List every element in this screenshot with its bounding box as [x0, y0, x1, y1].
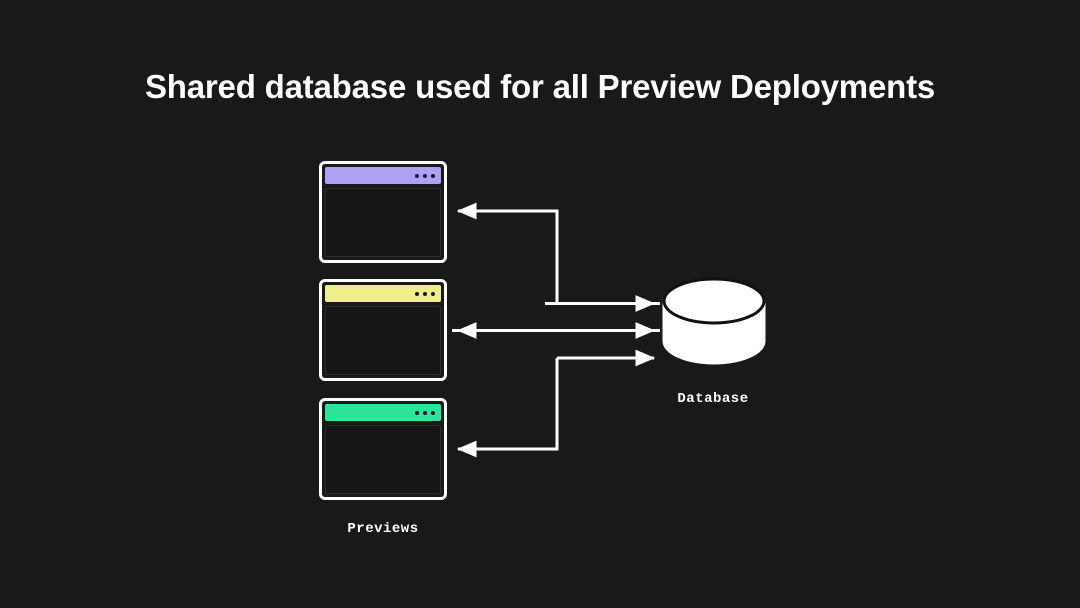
window-titlebar-purple [325, 167, 441, 184]
database-top-ellipse [662, 277, 766, 325]
window-dot-icon [415, 410, 419, 415]
window-controls-dots [415, 291, 435, 296]
database-cylinder-icon [662, 277, 766, 365]
window-dot-icon [423, 173, 427, 178]
window-dot-icon [423, 291, 427, 296]
connector-bottom-to-window [456, 358, 559, 458]
window-content-area [325, 306, 441, 375]
connector-top-to-window [456, 202, 660, 305]
database-label: Database [677, 391, 749, 407]
window-controls-dots [415, 173, 435, 178]
preview-window-purple[interactable] [319, 161, 447, 263]
window-titlebar-yellow [325, 285, 441, 302]
window-content-area [325, 425, 441, 494]
window-content-area [325, 188, 441, 257]
window-controls-dots [415, 410, 435, 415]
window-dot-icon [431, 410, 435, 415]
window-dot-icon [431, 173, 435, 178]
window-dot-icon [431, 291, 435, 296]
preview-window-green[interactable] [319, 398, 447, 500]
preview-window-yellow[interactable] [319, 279, 447, 381]
database-body [662, 299, 766, 365]
connector-top [456, 202, 660, 312]
previews-label: Previews [347, 521, 419, 537]
window-dot-icon [415, 291, 419, 296]
window-dot-icon [415, 173, 419, 178]
window-titlebar-green [325, 404, 441, 421]
window-dot-icon [423, 410, 427, 415]
page-title: Shared database used for all Preview Dep… [144, 68, 936, 105]
